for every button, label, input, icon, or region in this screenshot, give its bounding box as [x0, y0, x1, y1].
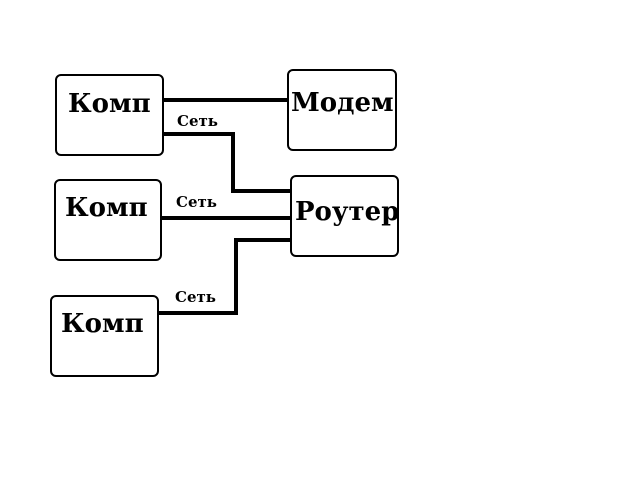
link-label-pc3-router: Сеть — [175, 288, 216, 306]
link-labels: Сеть Сеть Сеть — [175, 112, 218, 306]
node-pc2-box — [54, 179, 162, 261]
node-pc1: Комп — [55, 74, 164, 156]
node-pc3: Комп — [50, 295, 159, 377]
node-pc2: Комп — [54, 179, 162, 261]
node-modem-label: Модем — [291, 88, 394, 118]
link-pc1-router — [163, 132, 292, 193]
node-pc1-label: Комп — [68, 89, 151, 119]
node-pc3-box — [50, 295, 159, 377]
node-pc3-label: Комп — [61, 309, 144, 339]
node-modem: Модем — [287, 69, 397, 151]
link-pc3-router — [159, 238, 292, 315]
node-router: Роутер — [290, 175, 399, 257]
link-label-pc2-router: Сеть — [176, 193, 217, 211]
node-router-box — [290, 175, 399, 257]
node-pc2-label: Комп — [65, 193, 148, 223]
link-label-pc1-router: Сеть — [177, 112, 218, 130]
node-pc1-box — [55, 74, 164, 156]
node-modem-box — [287, 69, 397, 151]
node-router-label: Роутер — [295, 197, 399, 227]
connections — [159, 98, 292, 315]
